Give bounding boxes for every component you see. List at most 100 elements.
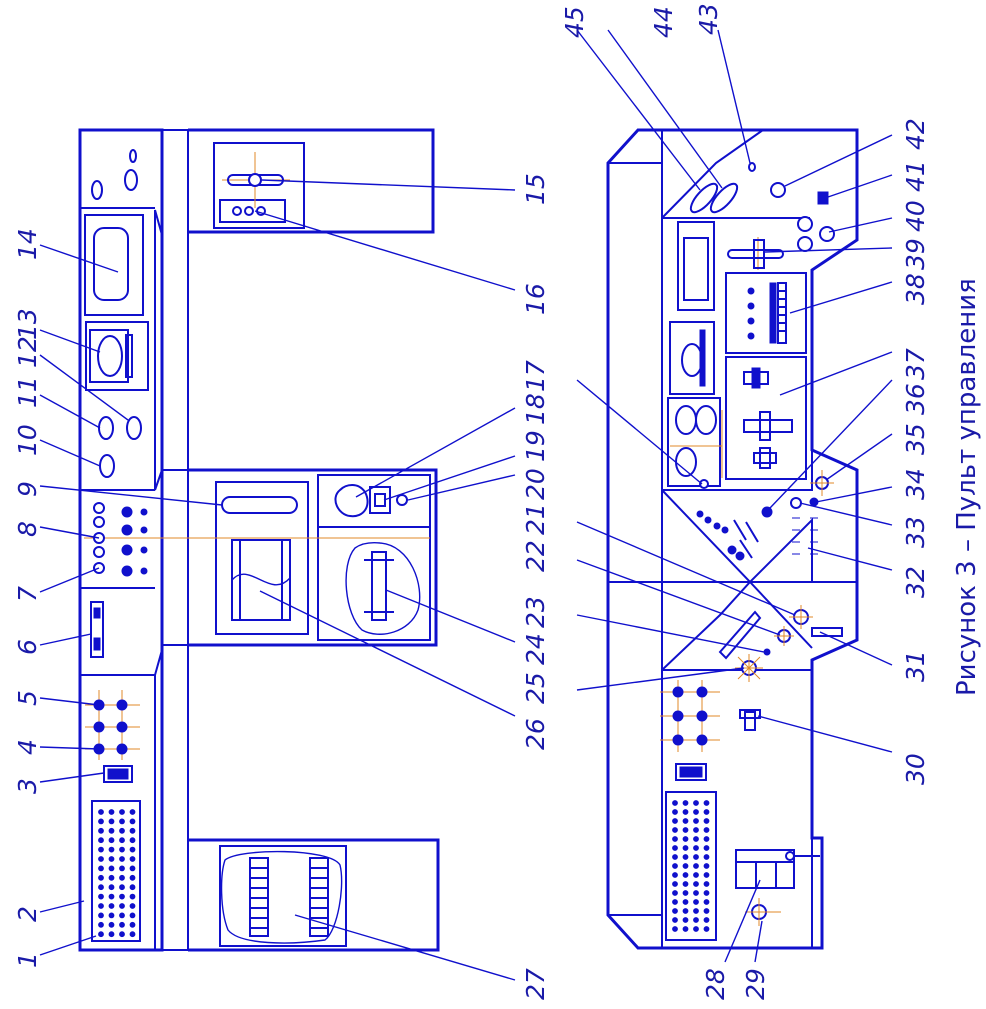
callout-8: 8: [13, 521, 42, 537]
connector-pin: [672, 827, 678, 833]
connector-pin: [672, 836, 678, 842]
connector-pin: [119, 809, 125, 815]
connector-pin: [108, 912, 115, 919]
connector-pin: [119, 884, 125, 891]
connector-pin: [119, 846, 125, 853]
connector-pin: [693, 926, 699, 932]
callout-7: 7: [13, 586, 42, 602]
connector-pin: [98, 856, 104, 862]
callout-5: 5: [13, 690, 42, 706]
connector-pin: [672, 845, 678, 851]
callout-28: 28: [701, 968, 730, 1000]
connector-pin: [129, 837, 136, 844]
connector-pin: [119, 818, 125, 825]
connector-pin: [703, 818, 710, 824]
callout-36: 36: [901, 383, 930, 415]
connector-pin: [672, 926, 678, 932]
callout-37: 37: [901, 348, 930, 380]
callout-34: 34: [901, 468, 930, 500]
connector-pin: [672, 872, 678, 878]
connector-pin: [682, 881, 689, 887]
callout-27: 27: [521, 968, 550, 1000]
button-grid-left: [85, 690, 140, 760]
callout-25: 25: [521, 672, 550, 704]
connector-pin: [98, 846, 104, 853]
callout-38: 38: [901, 273, 930, 305]
connector-pin: [672, 908, 678, 914]
callout-18: 18: [521, 393, 550, 425]
led-column: [747, 282, 787, 344]
connector-pin: [703, 908, 710, 914]
connector-pin: [693, 872, 699, 878]
connector-pin: [703, 827, 710, 833]
callout-39: 39: [901, 238, 930, 270]
connector-pin: [119, 903, 125, 909]
connector-pin: [98, 874, 104, 881]
connector-pin: [693, 899, 699, 905]
callout-13: 13: [13, 308, 42, 340]
connector-pin: [693, 836, 699, 842]
callout-17: 17: [521, 360, 550, 392]
connector-pin: [682, 917, 689, 923]
connector-pin: [108, 837, 115, 844]
connector-pin: [693, 818, 699, 824]
connector-pin: [703, 863, 710, 869]
connector-pin: [98, 818, 104, 825]
connector-pin: [129, 931, 136, 938]
connector-pin: [119, 827, 125, 834]
callout-16: 16: [521, 283, 550, 315]
connector-pin: [108, 865, 115, 872]
callout-23: 23: [521, 596, 550, 628]
callout-labels: 1 2 3 4 5 6 7 8 9 10 11 12 13 14 15 16 1…: [13, 3, 930, 1000]
connector-pin: [703, 890, 710, 896]
callout-14: 14: [13, 228, 42, 260]
connector-pin: [108, 884, 115, 891]
callout-6: 6: [13, 639, 42, 655]
connector-pin: [682, 926, 689, 932]
connector-pin: [693, 917, 699, 923]
connector-pin: [98, 931, 104, 938]
callout-45: 45: [560, 6, 589, 38]
connector-pin: [703, 809, 710, 815]
figure-caption: Рисунок 3 – Пульт управления: [952, 278, 982, 696]
connector-pin: [672, 809, 678, 815]
connector-pin: [672, 899, 678, 905]
callout-40: 40: [901, 200, 930, 232]
connector-pin: [119, 874, 125, 881]
connector-pin: [682, 845, 689, 851]
connector-pin: [703, 899, 710, 905]
callout-19: 19: [521, 430, 550, 462]
connector-pin: [672, 818, 678, 824]
callout-10: 10: [13, 424, 42, 456]
callout-3: 3: [13, 778, 42, 794]
connector-pin: [129, 846, 136, 853]
callout-20: 20: [521, 468, 550, 500]
connector-pin: [119, 921, 125, 928]
callout-2: 2: [13, 906, 42, 922]
connector-pin: [703, 872, 710, 878]
connector-pin: [108, 856, 115, 862]
connector-pin: [693, 800, 699, 806]
connector-grid-right: [672, 800, 710, 932]
connector-pin: [98, 837, 104, 844]
connector-pin: [693, 827, 699, 833]
connector-pin: [672, 863, 678, 869]
connector-pin: [682, 872, 689, 878]
connector-pin: [693, 890, 699, 896]
callout-41: 41: [901, 160, 930, 192]
connector-pin: [108, 818, 115, 825]
connector-pin: [119, 856, 125, 862]
button-grid-right: [660, 680, 720, 752]
callout-26: 26: [521, 718, 550, 750]
callout-35: 35: [901, 423, 930, 455]
connector-pin: [703, 845, 710, 851]
connector-pin: [693, 863, 699, 869]
connector-pin: [703, 836, 710, 842]
connector-pin: [108, 827, 115, 834]
callout-42: 42: [901, 118, 930, 150]
connector-pin: [129, 865, 136, 872]
connector-pin: [703, 881, 710, 887]
callout-22: 22: [521, 540, 550, 572]
connector-pin: [98, 912, 104, 919]
